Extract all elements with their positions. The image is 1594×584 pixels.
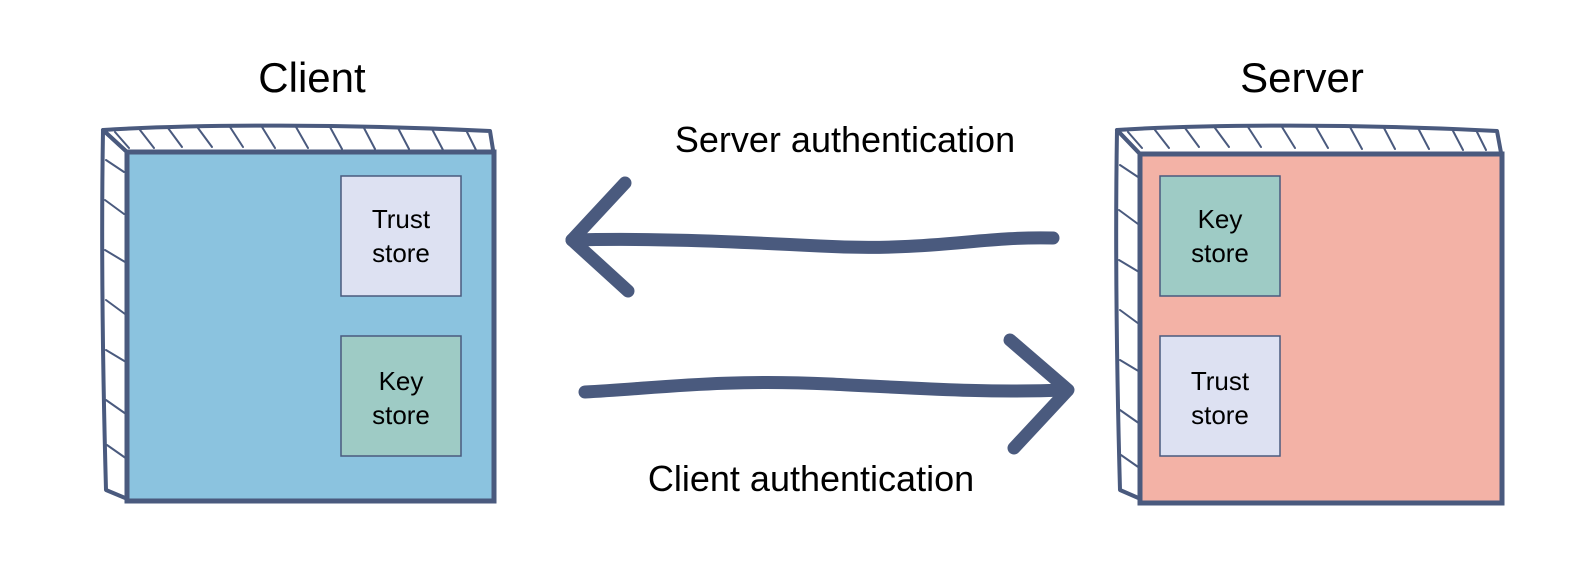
client-key-store: Key store <box>340 335 462 457</box>
client-authentication-arrow: Client authentication <box>578 333 1075 499</box>
client-key-store-label-line2: store <box>372 400 430 430</box>
client-trust-store-label-line1: Trust <box>372 204 431 234</box>
client-trust-store: Trust store <box>340 175 462 297</box>
client-key-store-label-line1: Key <box>379 366 424 396</box>
server-trust-store-label-line1: Trust <box>1191 366 1250 396</box>
server-key-store-label-line1: Key <box>1198 204 1243 234</box>
server-node: Server Key store Trust store <box>1114 54 1505 506</box>
client-authentication-label: Client authentication <box>648 458 974 499</box>
server-authentication-label: Server authentication <box>675 119 1015 160</box>
server-key-store: Key store <box>1159 175 1281 297</box>
server-trust-store: Trust store <box>1159 335 1281 457</box>
server-title: Server <box>1240 54 1364 101</box>
client-node: Client Trust store Key store <box>100 54 497 504</box>
server-frame <box>1114 123 1505 506</box>
client-trust-store-label-line2: store <box>372 238 430 268</box>
client-title: Client <box>258 54 366 101</box>
server-trust-store-label-line2: store <box>1191 400 1249 430</box>
server-authentication-arrow: Server authentication <box>565 119 1060 298</box>
server-key-store-label-line2: store <box>1191 238 1249 268</box>
